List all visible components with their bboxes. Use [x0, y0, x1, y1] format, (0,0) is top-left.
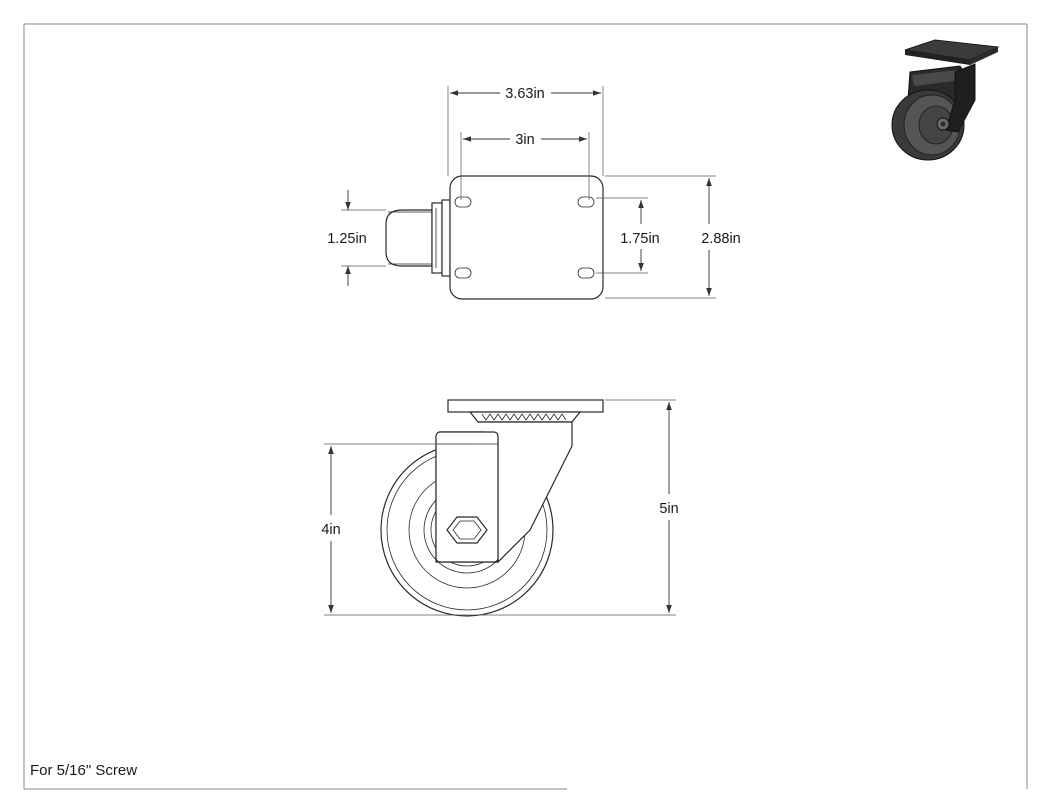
- mounting-plate: [449, 175, 604, 300]
- axle-nut: [446, 516, 488, 544]
- dimension-label-wheel-width: 1.25in: [327, 231, 367, 247]
- mounting-hole: [577, 196, 595, 208]
- dimension-label-wheel-diameter: 4in: [321, 522, 340, 538]
- top-view: 3.63in 3in 1.75in 2.88in: [327, 86, 741, 300]
- mounting-hole: [454, 267, 472, 279]
- mounting-hole: [577, 267, 595, 279]
- side-mounting-plate: [447, 399, 604, 413]
- dimension-wheel-diameter: 4in: [321, 443, 467, 616]
- side-view: 4in 5in: [321, 399, 679, 617]
- dimension-label-hole-spacing-y: 1.75in: [620, 231, 660, 247]
- dimension-wheel-width: 1.25in: [327, 190, 386, 286]
- dimension-overall-height: 5in: [467, 399, 679, 616]
- screw-note: For 5/16" Screw: [30, 762, 137, 779]
- dimension-label-plate-length: 2.88in: [701, 231, 741, 247]
- dimension-hole-spacing-y: 1.75in: [596, 197, 660, 274]
- isometric-caster-image: [891, 39, 1000, 161]
- dimension-plate-length: 2.88in: [605, 175, 741, 299]
- dimension-label-hole-spacing-x: 3in: [515, 132, 534, 148]
- dimension-label-overall-height: 5in: [659, 501, 678, 517]
- top-view-wheel: [385, 199, 451, 277]
- mounting-hole: [454, 196, 472, 208]
- dimension-label-plate-width: 3.63in: [505, 86, 545, 102]
- dimension-hole-spacing-x: 3in: [460, 132, 590, 200]
- dimension-plate-width: 3.63in: [447, 86, 604, 176]
- drawing-frame: [23, 23, 1028, 790]
